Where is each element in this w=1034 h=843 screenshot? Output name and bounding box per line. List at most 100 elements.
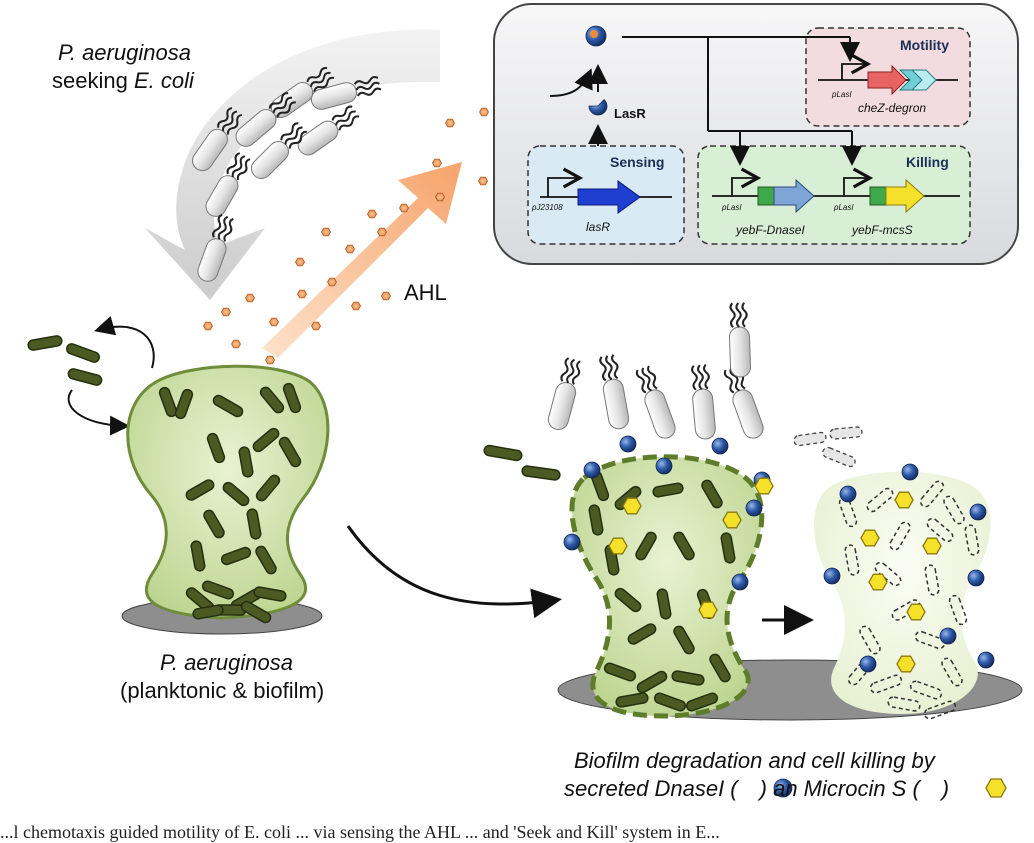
yebf-tag-1 [757, 186, 775, 206]
ecoli-cell-seeking [310, 76, 382, 110]
lasr-gene-arrow [577, 180, 641, 214]
lasr-ahl-complex [585, 25, 607, 47]
dnase-particle [711, 437, 729, 455]
pa-cell [653, 692, 687, 712]
dead-pa-cell [941, 657, 963, 687]
lasr-protein [549, 64, 608, 116]
degradation-caption-line2: secreted DnaseI ( ) an Microcin S () [564, 776, 949, 802]
microcin-particle [868, 573, 888, 591]
ahl-molecule [367, 209, 377, 219]
dnase-particle [731, 573, 749, 591]
dead-pa-cell [923, 700, 957, 720]
pa-cell [238, 446, 254, 478]
ahl-molecule [203, 321, 213, 331]
ecoli-cell-seeking [235, 92, 296, 147]
pa-cell [185, 479, 215, 501]
dnase-particle [563, 533, 581, 551]
planktonic-cells-left [27, 315, 155, 436]
pa-cell [603, 662, 637, 682]
dead-pa-cell [943, 495, 965, 525]
mcss-gene-arrow [885, 178, 925, 214]
ahl-arrow [262, 162, 462, 358]
microcin-particle [698, 601, 718, 619]
dnase-gene-arrow [773, 178, 815, 214]
dead-pa-cell [948, 594, 968, 626]
ahl-molecule [445, 118, 455, 128]
dnase-particle [823, 567, 841, 585]
ecoli-cell-attacking [691, 364, 716, 440]
ecoli-text: E. coli [133, 68, 194, 93]
ecoli-cell-seeking [197, 213, 234, 282]
biofilm-degraded [814, 471, 991, 720]
dead-pa-cell [914, 630, 946, 650]
dead-pa-cell [859, 625, 881, 655]
ahl-molecule [345, 244, 355, 254]
killing-promoter-2-label: pLasI [833, 203, 854, 212]
pa-caption-line1: P. aeruginosa [160, 650, 293, 675]
dead-pa-cell [847, 658, 873, 686]
microcin-particle [922, 537, 942, 555]
dead-pa-cell [844, 544, 860, 576]
microcin-particle [754, 477, 774, 495]
killing-promoter-1-label: pLasI [721, 203, 742, 212]
closing-paren: ) [941, 776, 950, 801]
pa-cell [282, 382, 302, 414]
pa-cell [685, 692, 719, 712]
motility-title: Motility [900, 37, 949, 53]
pa-cell [652, 482, 684, 498]
microcin-particle [722, 511, 742, 529]
ecoli-cell-attacking [599, 354, 630, 430]
biofilm-attacked [557, 454, 1023, 721]
dead-pa-cell [964, 524, 980, 556]
pa-cell [253, 586, 287, 602]
pa-cell [252, 427, 280, 453]
regulation-lines [622, 36, 862, 166]
dead-pa-cell [919, 480, 945, 508]
pa-cell [222, 481, 250, 507]
pa-cell [720, 532, 736, 564]
ecoli-cell-seeking [192, 107, 243, 172]
pa-cell [246, 508, 262, 540]
ahl-molecule [297, 289, 307, 299]
motility-promoter-label: pLasI [831, 90, 852, 99]
ecoli-cell-seeking [251, 122, 307, 179]
pa-cell [206, 432, 226, 464]
motility-gene-label: cheZ-degron [858, 101, 926, 115]
dnase-legend-icon [773, 778, 793, 798]
ecoli-cell-attacking [728, 302, 752, 378]
dnase-particle [901, 463, 919, 481]
biofilm-left [121, 364, 330, 635]
pa-cell [203, 509, 225, 539]
killing-gene-2-label: yebF-mcsS [851, 223, 913, 237]
dnase-particle [619, 435, 637, 453]
dead-pa-cell [887, 696, 921, 712]
killing-module [697, 145, 971, 245]
dnase-particle [839, 485, 857, 503]
ahl-molecule [432, 158, 442, 168]
ahl-molecule [311, 321, 321, 331]
progression-arrow [346, 525, 562, 619]
ahl-molecule [295, 257, 305, 267]
ahl-molecule [327, 277, 337, 287]
pa-cell [190, 540, 206, 572]
pa-cell [220, 546, 252, 566]
ahl-molecule [269, 317, 279, 327]
dnase-text: secreted DnaseI ( [564, 776, 738, 801]
pa-cell [673, 531, 695, 561]
dead-pa-cell [869, 674, 903, 694]
microcin-text: ) an Microcin S ( [759, 776, 920, 801]
ecoli-cell-attacking [547, 357, 581, 431]
seeking-text: seeking [52, 68, 134, 93]
ecoli-cell-attacking [635, 365, 676, 439]
ahl-molecule [265, 355, 275, 365]
gene-circuit-panel: LasR Sensing Motility Killing pJ23108 la… [493, 3, 1019, 265]
yebf-tag-2 [869, 186, 887, 206]
killing-gene-1-label: yebF-DnaseI [735, 223, 805, 237]
sensing-gene-label: lasR [586, 220, 610, 234]
chez-gene-arrow [867, 64, 907, 96]
pa-cell [635, 531, 657, 561]
pa-cell [588, 504, 604, 536]
seeking-title-line2: seeking E. coli [52, 68, 194, 94]
dnase-particle [977, 651, 995, 669]
